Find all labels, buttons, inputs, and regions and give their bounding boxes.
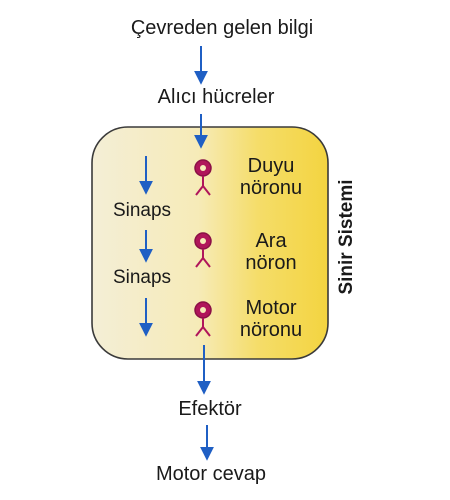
sensory-neuron-label: Duyu nöronu [240, 155, 302, 199]
interneuron-label: Ara nöron [245, 230, 296, 274]
interneuron-line2: nöron [245, 252, 297, 274]
motor-neuron-label: Motor nöronu [240, 297, 302, 341]
nervous-system-label: Sinir Sistemi [336, 179, 357, 295]
interneuron-icon [194, 232, 212, 268]
interneuron-line1: Ara [255, 230, 287, 252]
motor-neuron-line2: nöronu [239, 319, 303, 341]
synapse-label-2: Sinaps [112, 267, 172, 288]
sensory-neuron-line1: Duyu [247, 155, 295, 177]
synapse-label-1: Sinaps [112, 200, 172, 221]
environment-input-label: Çevreden gelen bilgi [130, 17, 314, 39]
sensory-neuron-icon [194, 159, 212, 196]
receptors-label: Alıcı hücreler [157, 86, 275, 108]
motor-neuron-line1: Motor [245, 297, 297, 319]
motor-neuron-icon [194, 301, 212, 337]
motor-response-label: Motor cevap [155, 463, 267, 485]
sensory-neuron-line2: nöronu [239, 177, 303, 199]
effector-label: Efektör [178, 398, 242, 420]
